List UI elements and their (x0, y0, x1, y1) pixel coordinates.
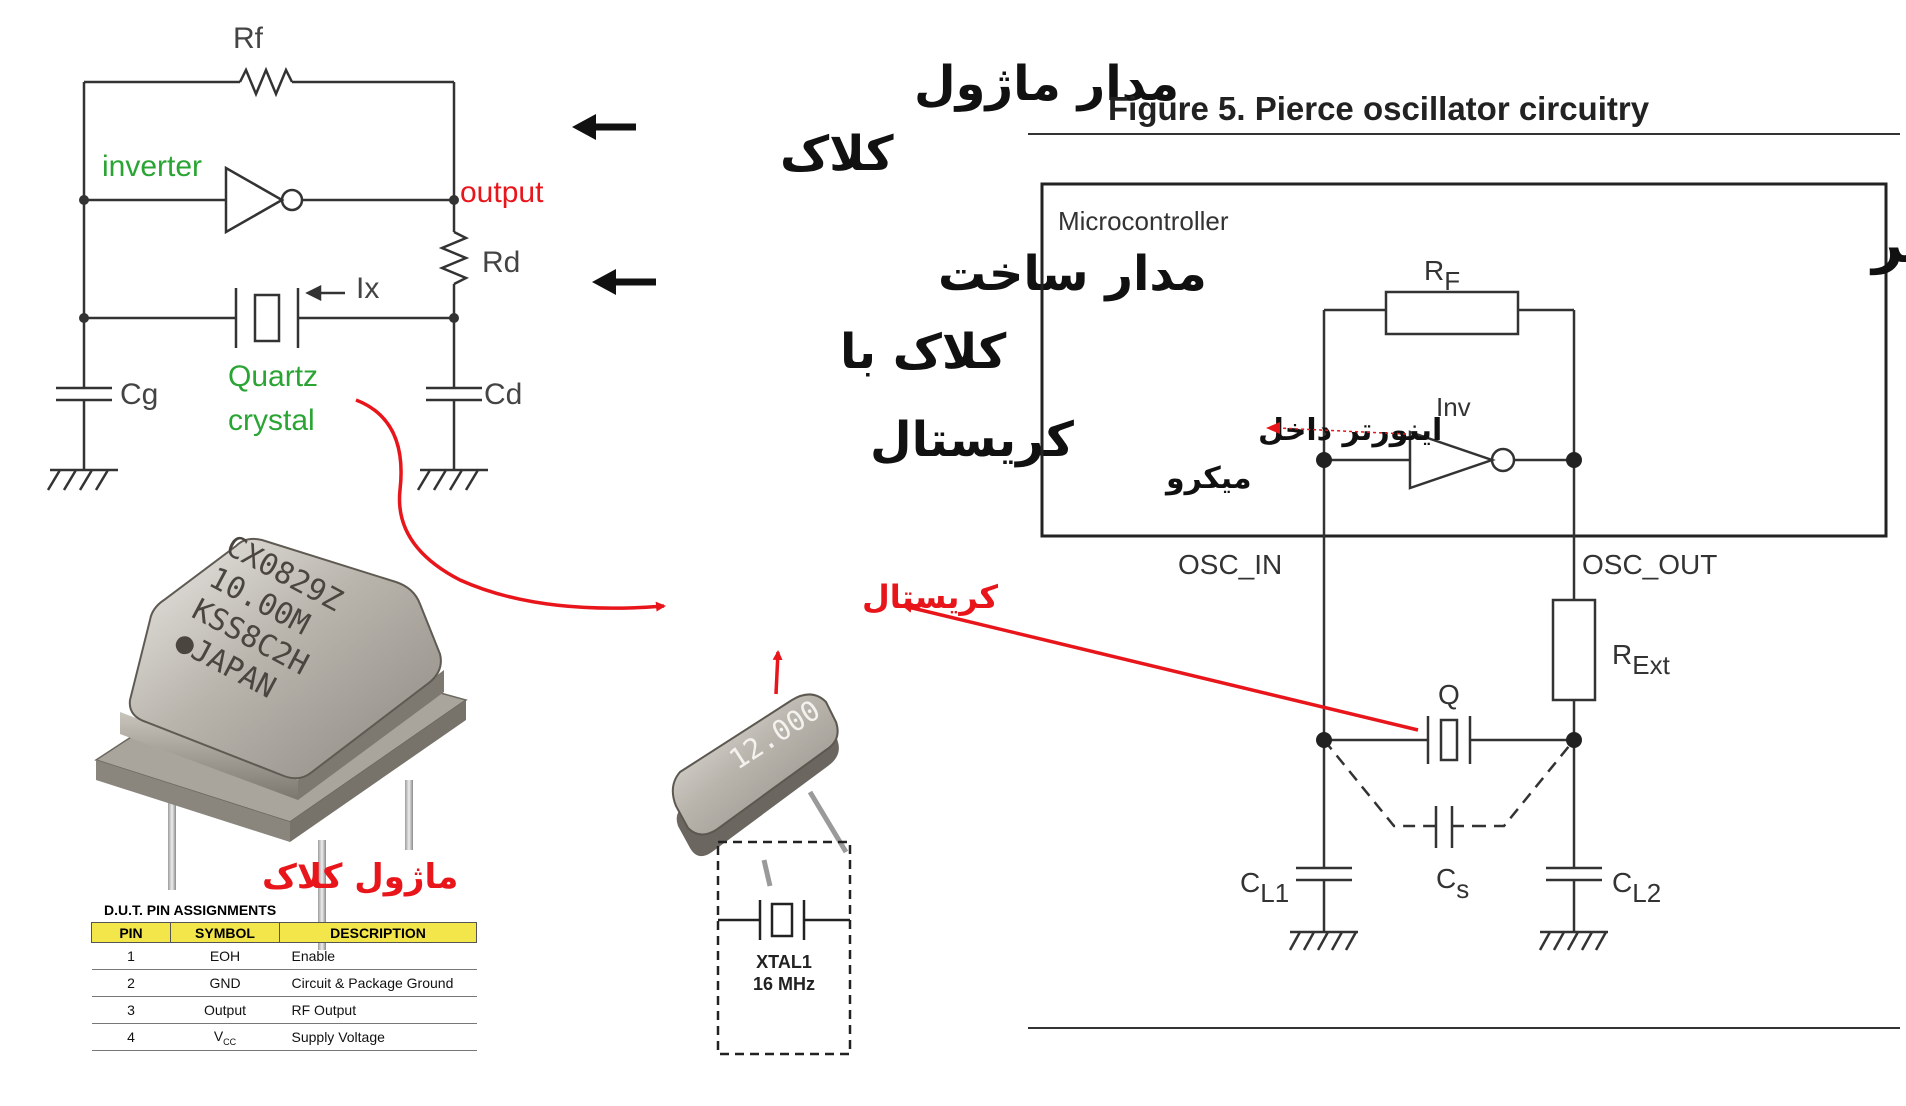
pin-cell: 2 (91, 969, 171, 997)
quartz-label-line1: Quartz (228, 360, 318, 393)
q-label: Q (1438, 679, 1460, 710)
description-cell: Circuit & Package Ground (279, 969, 477, 997)
module-circuit-arrow (572, 114, 636, 140)
description-cell: Enable (279, 942, 477, 970)
symbol-main: V (213, 1027, 224, 1044)
rf-main: R (1424, 255, 1444, 286)
symbol-cell: Output (170, 996, 280, 1024)
inverter-inside-line1: اینورتر داخل (1258, 413, 1442, 448)
xtal-label-line2: 16 MHz (753, 974, 815, 994)
microcontroller-fa-label: میکروکنترلر (1869, 212, 1906, 275)
table-row: 4 VCC Supply Voltage (91, 1023, 477, 1051)
clock-module-label: ماژول کلاک (262, 857, 458, 897)
quartz-label-line2: crystal (228, 404, 315, 437)
left-oscillator-circuit (46, 66, 488, 491)
pin-cell: 1 (91, 942, 171, 970)
osc-in-label: OSC_IN (1178, 549, 1282, 580)
symbol-cell: VCC (170, 1023, 280, 1051)
table-row: 1 EOH Enable (91, 942, 477, 970)
symbol-cell: GND (170, 969, 280, 997)
inv-label: Inv (1436, 392, 1471, 422)
cl1-label: CL1 (1240, 867, 1289, 908)
crystal-circuit-arrow (592, 269, 656, 295)
xtal-symbol-box (716, 840, 852, 1056)
pin-assignment-table: PIN SYMBOL DESCRIPTION 1 EOH Enable 2 GN… (91, 922, 477, 1051)
left-circuit-junctions (79, 195, 459, 323)
ix-label: Ix (356, 272, 379, 305)
rf-sub: F (1444, 266, 1460, 296)
rext-sub: Ext (1632, 650, 1670, 680)
crystal-circuit-line2: کلاک با (840, 324, 1006, 380)
rf-label: Rf (233, 22, 264, 55)
oscillator-module-image: CX0829Z 10.00M KSS8C2H ●JAPAN (94, 529, 468, 950)
inverter-pointer (1266, 422, 1407, 435)
pin-cell: 3 (91, 996, 171, 1024)
inverter-label: inverter (102, 150, 202, 183)
cl1-sub: L1 (1260, 878, 1289, 908)
table-row: 2 GND Circuit & Package Ground (91, 969, 477, 997)
module-marking: CX0829Z 10.00M KSS8C2H ●JAPAN (169, 529, 348, 706)
cd-label: Cd (484, 378, 522, 411)
osc-out-label: OSC_OUT (1582, 549, 1717, 580)
cs-sub: s (1456, 874, 1469, 904)
module-circuit-line1: مدار ماژول (914, 56, 1179, 112)
description-header: DESCRIPTION (279, 922, 477, 943)
description-cell: RF Output (279, 996, 477, 1024)
microcontroller-box (1040, 182, 1888, 538)
module-circuit-line2: کلاک (780, 126, 894, 182)
symbol-header: SYMBOL (170, 922, 280, 943)
cl2-sub: L2 (1632, 878, 1661, 908)
symbol-sub: CC (223, 1036, 237, 1047)
rf-resistor-label: RF (1424, 255, 1460, 296)
output-label: output (460, 176, 544, 209)
rext-main: R (1612, 639, 1632, 670)
description-cell: Supply Voltage (279, 1023, 477, 1051)
crystal-circuit-line1: مدار ساخت (938, 246, 1207, 302)
pierce-junctions (1316, 452, 1582, 748)
symbol-cell: EOH (170, 942, 280, 970)
rext-label: RExt (1612, 639, 1671, 680)
pin-header: PIN (91, 922, 171, 943)
rd-label: Rd (482, 246, 520, 279)
crystal-center-label: کریستال (862, 578, 998, 616)
inverter-inside-line2: میکرو (1164, 461, 1252, 496)
pin-table-title: D.U.T. PIN ASSIGNMENTS (104, 902, 277, 918)
cl1-main: C (1240, 867, 1260, 898)
table-row: 3 Output RF Output (91, 996, 477, 1024)
pierce-circuit (1288, 290, 1608, 951)
cl2-label: CL2 (1612, 867, 1661, 908)
microcontroller-label: Microcontroller (1058, 206, 1229, 236)
cs-label: Cs (1436, 863, 1469, 904)
cs-main: C (1436, 863, 1456, 894)
cl2-main: C (1612, 867, 1632, 898)
crystal-circuit-line3: کریستال (870, 412, 1074, 468)
xtal-label-line1: XTAL1 (756, 952, 812, 972)
pin-table-header-row: PIN SYMBOL DESCRIPTION (91, 922, 477, 943)
cg-label: Cg (120, 378, 158, 411)
pin-cell: 4 (91, 1023, 171, 1051)
red-arrows (355, 398, 1419, 732)
figure-title: Figure 5. Pierce oscillator circuitry (1108, 90, 1650, 127)
hc49-crystal-image: 12.000 (671, 693, 849, 887)
